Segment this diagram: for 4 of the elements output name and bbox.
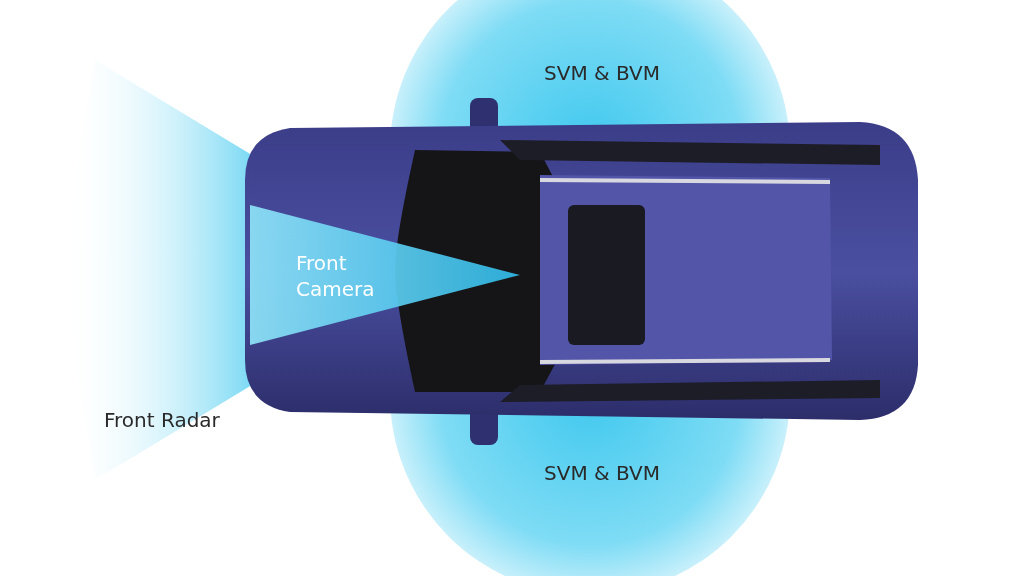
sensor-label: Front Camera (296, 250, 376, 302)
sensor-label: SVM & BVM (543, 60, 661, 86)
sensor-label: SVM & BVM (543, 460, 661, 486)
sensor-label: Front Radar (104, 407, 221, 433)
